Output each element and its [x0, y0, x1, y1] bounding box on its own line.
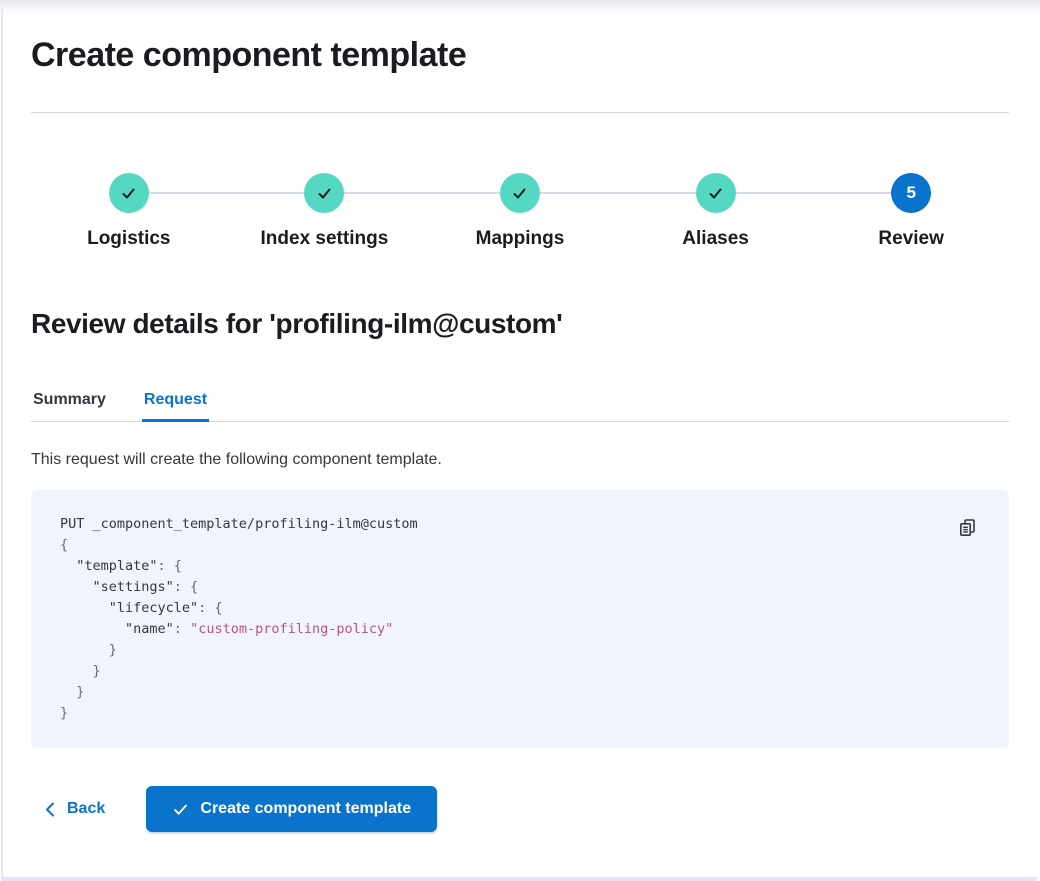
code-line: "lifecycle": {	[60, 600, 223, 616]
request-code-block: PUT _component_template/profiling-ilm@cu…	[31, 490, 1009, 748]
back-button-label: Back	[67, 800, 106, 817]
tab-summary[interactable]: Summary	[33, 391, 106, 408]
tab-request[interactable]: Request	[141, 389, 210, 422]
code-line: {	[60, 537, 69, 553]
create-component-template-button[interactable]: Create component template	[146, 786, 438, 832]
step-complete-circle[interactable]	[108, 173, 149, 213]
create-button-label: Create component template	[200, 800, 412, 817]
step-logistics[interactable]: Logistics	[31, 173, 227, 251]
step-complete-circle[interactable]	[304, 173, 345, 213]
step-mappings[interactable]: Mappings	[422, 173, 618, 251]
review-heading: Review details for 'profiling-ilm@custom…	[31, 308, 563, 339]
step-label: Index settings	[260, 228, 389, 249]
step-complete-circle[interactable]	[499, 173, 540, 213]
step-label: Logistics	[87, 228, 171, 249]
review-tabs: Summary Request	[31, 388, 1009, 422]
step-index-settings[interactable]: Index settings	[227, 173, 423, 251]
check-icon	[172, 801, 189, 818]
step-label: Review	[878, 228, 944, 249]
step-aliases[interactable]: Aliases	[618, 173, 814, 251]
code-line: "template": {	[60, 558, 182, 574]
code-line: }	[60, 663, 101, 679]
back-button[interactable]: Back	[43, 800, 105, 818]
check-icon	[513, 188, 526, 198]
footer-actions: Back Create component template	[31, 786, 1009, 832]
step-label: Mappings	[475, 228, 565, 249]
copy-clipboard-icon	[957, 518, 977, 538]
code-line: }	[60, 642, 117, 658]
chevron-left-icon	[43, 801, 58, 818]
step-complete-circle[interactable]	[695, 173, 736, 213]
create-component-template-page: Create component template Logistics Index…	[31, 36, 1009, 832]
check-icon	[709, 188, 722, 198]
code-line: }	[60, 705, 69, 721]
title-divider	[31, 112, 1009, 113]
code-line: "name": "custom-profiling-policy"	[60, 621, 394, 637]
check-icon	[122, 188, 135, 198]
check-icon	[318, 188, 331, 198]
code-line: }	[60, 684, 85, 700]
step-number-circle[interactable]: 5	[891, 173, 932, 213]
step-label: Aliases	[682, 228, 749, 249]
code-line: PUT _component_template/profiling-ilm@cu…	[60, 516, 418, 532]
bottom-panel-edge	[2, 877, 1037, 881]
copy-button[interactable]	[953, 514, 981, 542]
code-line: "settings": {	[60, 579, 199, 595]
code-lines: PUT _component_template/profiling-ilm@cu…	[60, 514, 949, 724]
request-description: This request will create the following c…	[31, 451, 442, 468]
page-title: Create component template	[31, 36, 467, 74]
